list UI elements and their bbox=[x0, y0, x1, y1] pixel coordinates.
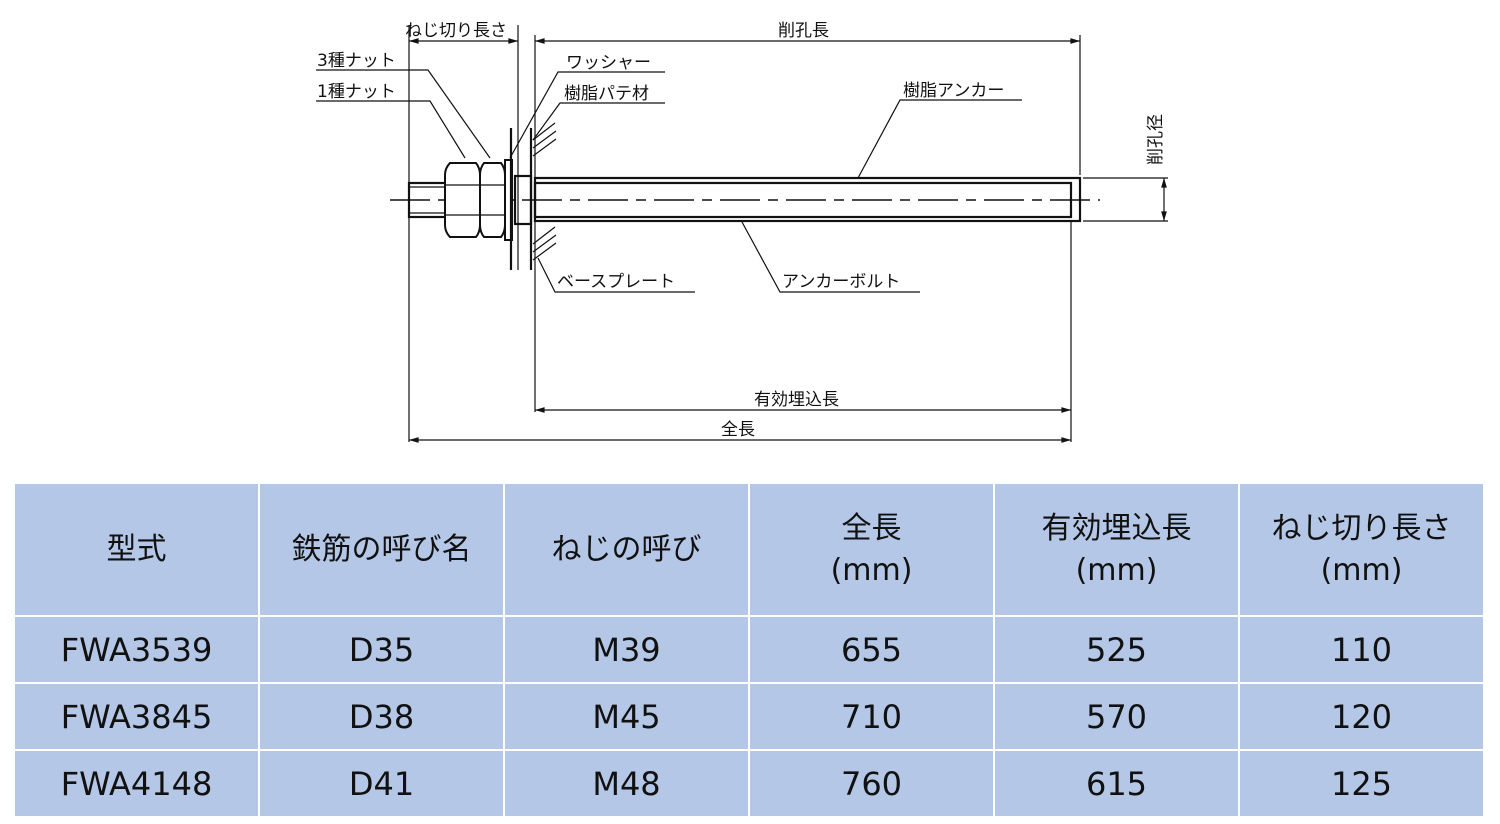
label-drill-length: 削孔長 bbox=[778, 21, 829, 41]
header-embedment: 有効埋込長 (mm) bbox=[995, 484, 1238, 615]
label-resin-putty: 樹脂パテ材 bbox=[564, 84, 649, 104]
header-unit: (mm) bbox=[1075, 552, 1158, 588]
dimension-lines bbox=[409, 38, 1167, 443]
cell: 110 bbox=[1240, 617, 1483, 682]
cell: M39 bbox=[505, 617, 748, 682]
header-label: 型式 bbox=[106, 531, 167, 567]
anchor-bolt bbox=[533, 181, 1073, 219]
cell: D35 bbox=[260, 617, 503, 682]
cell: 125 bbox=[1240, 751, 1483, 816]
label-anchor-bolt: アンカーボルト bbox=[782, 272, 900, 292]
cell: 760 bbox=[750, 751, 993, 816]
header-label: 有効埋込長 bbox=[1041, 510, 1192, 546]
anchor-bolt-drawing: ねじ切り長さ 削孔長 3種ナット 1種ナット ワッシャー 樹脂パテ材 樹脂アンカ… bbox=[316, 21, 1168, 443]
nut-type3 bbox=[479, 162, 506, 238]
header-model: 型式 bbox=[15, 484, 258, 615]
label-nut-type3: 3種ナット bbox=[317, 51, 396, 71]
cell: FWA3845 bbox=[15, 684, 258, 749]
leader-lines bbox=[316, 69, 1022, 293]
cell: 525 bbox=[995, 617, 1238, 682]
cell: 120 bbox=[1240, 684, 1483, 749]
header-label: 全長 bbox=[841, 510, 902, 546]
label-base-plate: ベースプレート bbox=[557, 272, 675, 292]
extension-lines bbox=[408, 25, 1168, 442]
cell: D41 bbox=[260, 751, 503, 816]
label-resin-anchor: 樹脂アンカー bbox=[903, 81, 1004, 101]
header-unit: (mm) bbox=[1320, 552, 1403, 588]
hatching bbox=[532, 122, 557, 261]
cell: FWA3539 bbox=[15, 617, 258, 682]
header-label: ねじ切り長さ bbox=[1271, 510, 1452, 546]
cell: M48 bbox=[505, 751, 748, 816]
header-thread: ねじの呼び bbox=[505, 484, 748, 615]
label-nut-type1: 1種ナット bbox=[317, 82, 396, 102]
header-thread-length: ねじ切り長さ (mm) bbox=[1240, 484, 1483, 615]
label-washer: ワッシャー bbox=[566, 53, 651, 73]
header-label: ねじの呼び bbox=[551, 531, 702, 567]
cell: 710 bbox=[750, 684, 993, 749]
nut-type1 bbox=[444, 162, 481, 238]
cell: 655 bbox=[750, 617, 993, 682]
header-rebar: 鉄筋の呼び名 bbox=[260, 484, 503, 615]
label-drill-diameter: 削孔径 bbox=[1146, 114, 1166, 165]
table-header-row: 型式 鉄筋の呼び名 ねじの呼び 全長 (mm) 有効埋込長 (mm) ねじ切り長さ (… bbox=[15, 484, 1483, 615]
header-unit: (mm) bbox=[830, 552, 913, 588]
label-thread-length: ねじ切り長さ bbox=[405, 21, 507, 41]
label-total-length: 全長 bbox=[721, 420, 755, 440]
cell: 570 bbox=[995, 684, 1238, 749]
header-label: 鉄筋の呼び名 bbox=[291, 531, 472, 567]
cell: D38 bbox=[260, 684, 503, 749]
cell: M45 bbox=[505, 684, 748, 749]
cell: 615 bbox=[995, 751, 1238, 816]
header-total-length: 全長 (mm) bbox=[750, 484, 993, 615]
cell: FWA4148 bbox=[15, 751, 258, 816]
spec-table: 型式 鉄筋の呼び名 ねじの呼び 全長 (mm) 有効埋込長 (mm) ねじ切り長さ (… bbox=[13, 482, 1485, 818]
label-effective-embedment: 有効埋込長 bbox=[754, 390, 839, 410]
